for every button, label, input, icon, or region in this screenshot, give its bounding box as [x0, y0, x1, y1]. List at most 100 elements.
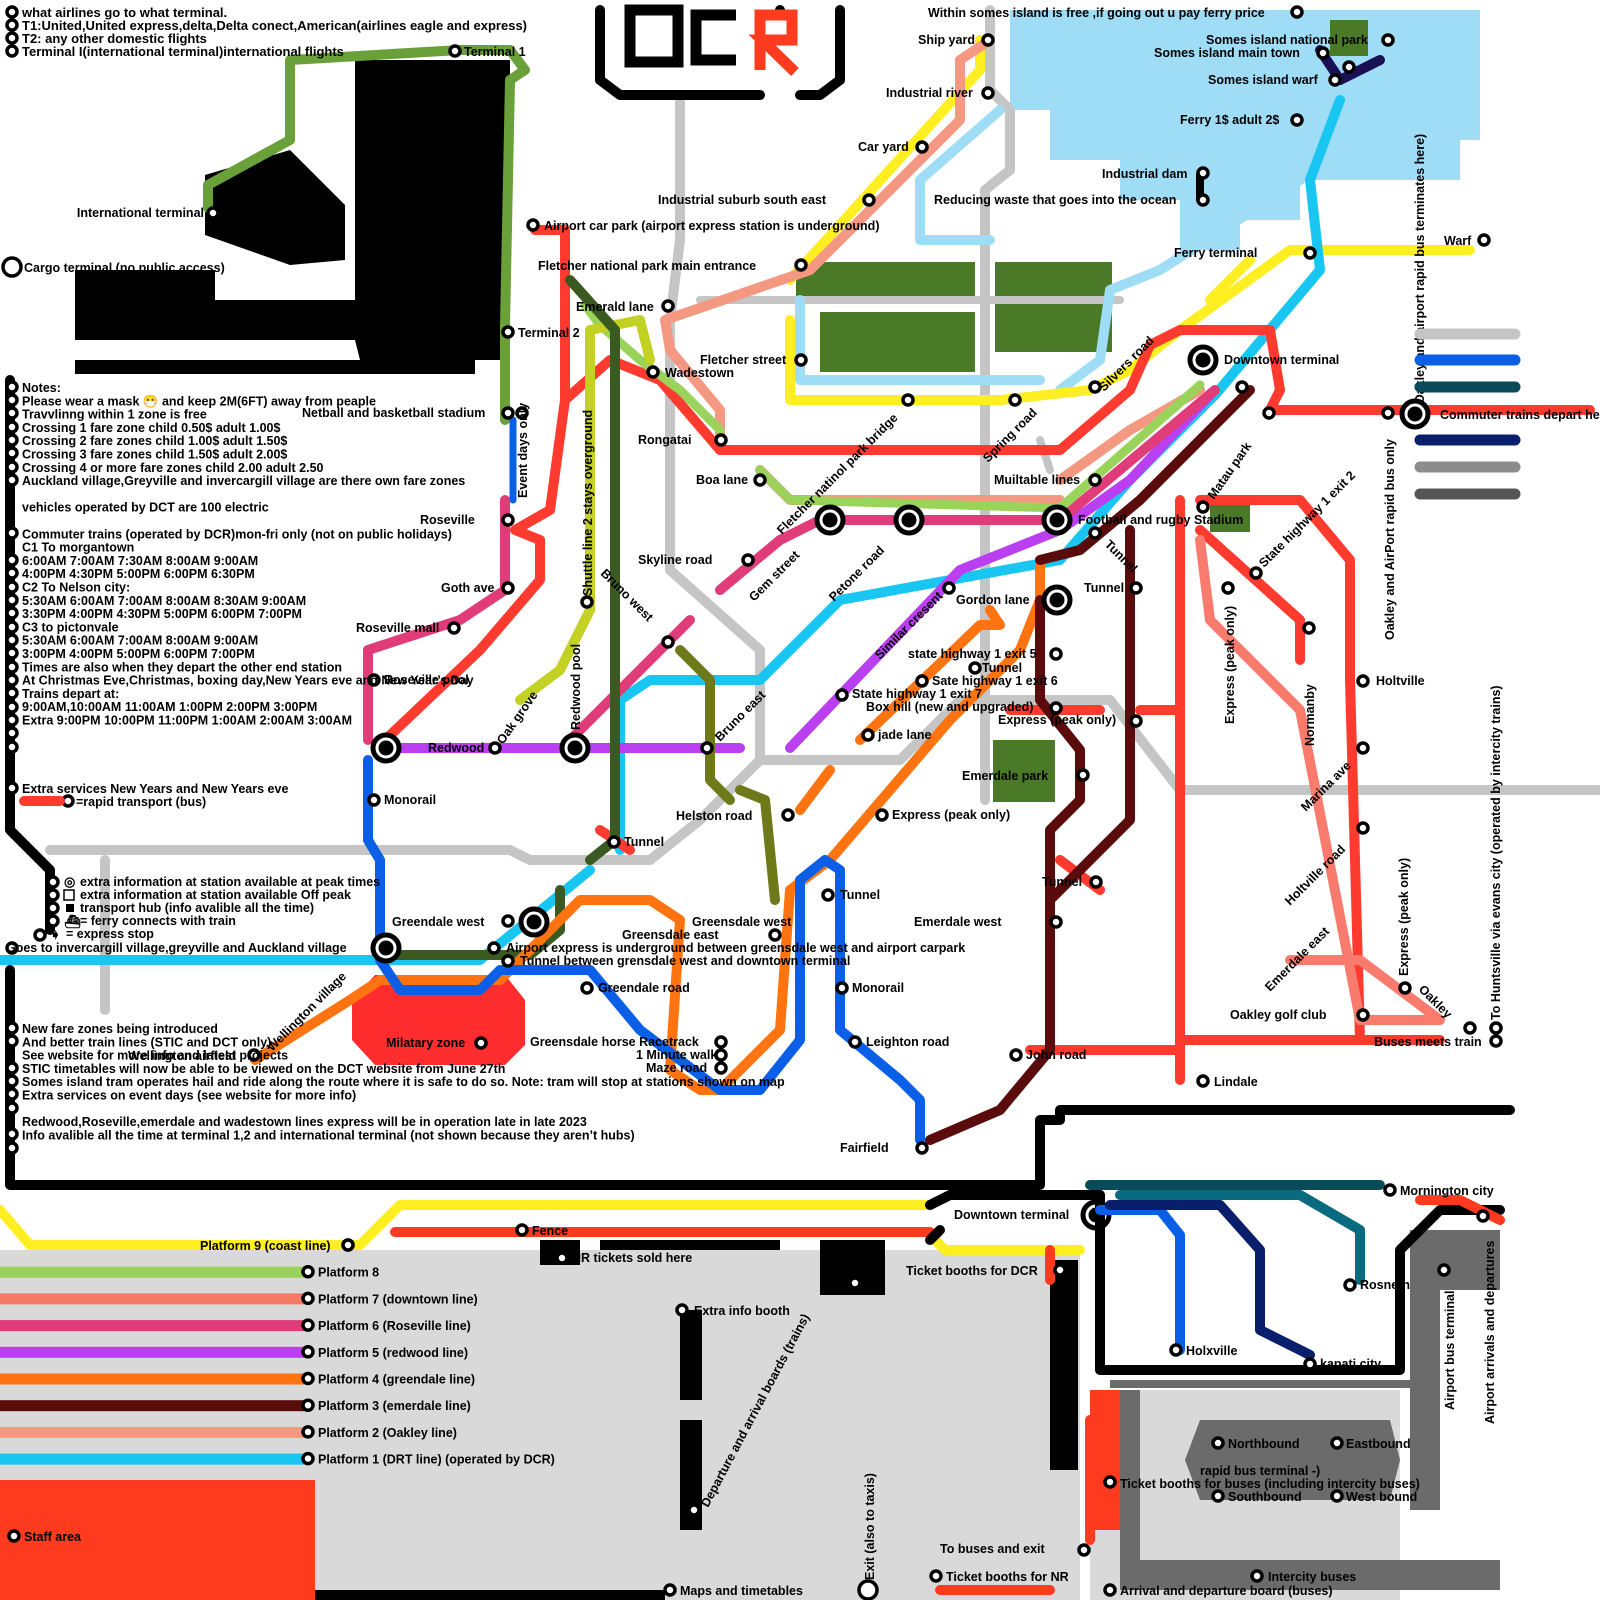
label-tp-holxville: Holxville: [1186, 1344, 1237, 1358]
note-line: 3:30PM 4:00PM 4:30PM 5:00PM 6:00PM 7:00P…: [22, 607, 302, 621]
label-greensdale-west-c: Greensdale west: [692, 915, 792, 929]
platform-label: Platform 7 (downtown line): [318, 1292, 478, 1306]
note-line: 3:00PM 4:00PM 5:00PM 6:00PM 7:00PM: [22, 647, 255, 661]
label-tp-to-buses: To buses and exit: [940, 1542, 1045, 1556]
label-emerdale-west: Emerdale west: [914, 915, 1002, 929]
label-tunnel-a: Tunnel: [624, 835, 664, 849]
label-tp-fence: Fence: [532, 1224, 568, 1238]
label-tp-arrival-board: Arrival and departure board (buses): [1120, 1584, 1333, 1598]
platform-dot: [303, 1454, 313, 1464]
bus-legend: =rapid transport (bus): [76, 795, 206, 809]
platform-stripe: [0, 1427, 310, 1438]
label-somes-park: Somes island national park: [1206, 33, 1368, 47]
label-tp-ticket-buses: Ticket booths for buses (including inter…: [1120, 1477, 1420, 1491]
label-tp-kapati: kapati city: [1320, 1357, 1381, 1371]
platform-dot: [303, 1374, 313, 1384]
icon-offpeak: [64, 890, 74, 900]
label-box-hill: Box hill (new and upgraded): [866, 700, 1033, 714]
bottom-note-line: Somes island tram operates hail and ride…: [22, 1075, 785, 1089]
legend-0: extra information at station available a…: [80, 875, 380, 889]
label-tp-rapid: rapid bus terminal -): [1200, 1464, 1320, 1478]
label-huntsville: To Huntsville via evans city (operated b…: [1489, 685, 1503, 1020]
note-line: C1 To morgantown: [22, 541, 134, 555]
label-express-peak1: Express (peak only): [998, 713, 1116, 727]
label-greendale-road: Greendale road: [598, 981, 690, 995]
label-sh1-7: State highway 1 exit 7: [852, 687, 982, 701]
label-airport-express: Airport express is underground between g…: [506, 941, 965, 955]
label-tp-maps: Maps and timetables: [680, 1584, 803, 1598]
platform-label: Platform 4 (greendale line): [318, 1373, 475, 1387]
bottom-note-line: Redwood,Roseville,emerdale and wadestown…: [22, 1115, 587, 1129]
label-terminal2: Terminal 2: [518, 326, 580, 340]
platform-dot: [303, 1400, 313, 1410]
label-holtville: Holtville: [1376, 674, 1425, 688]
label-jade: jade lane: [877, 728, 932, 742]
label-carpark: Airport car park (airport express statio…: [544, 219, 879, 233]
bottom-note-line: STIC timetables will now be able to be v…: [22, 1062, 505, 1076]
note-line: Times are also when they depart the othe…: [22, 660, 342, 674]
platform-label: Platform 1 (DRT line) (operated by DCR): [318, 1453, 555, 1467]
extra-services: Extra services New Years and New Years e…: [22, 782, 288, 796]
label-sh1-6: Sate highway 1 exit 6: [932, 674, 1058, 688]
platform-stripe: [0, 1267, 310, 1278]
label-roseville-pool: Roseville pool: [384, 673, 469, 687]
label-goth: Goth ave: [441, 581, 495, 595]
bottom-note-line: New fare zones being introduced: [22, 1022, 218, 1036]
label-tp-airport-arr: Airport arrivals and departures: [1483, 1241, 1497, 1424]
platform-stripe: [0, 1347, 310, 1358]
label-sh1-5: state highway 1 exit 5: [908, 647, 1037, 661]
label-event-days: Event days only: [516, 403, 530, 498]
label-tunnel-f: Tunnel: [1084, 581, 1124, 595]
logo-frame: [600, 10, 840, 95]
platform-stripe: [0, 1454, 310, 1465]
note-line: Extra 9:00PM 10:00PM 11:00PM 1:00AM 2:00…: [22, 714, 352, 728]
platform-label: Platform 2 (Oakley line): [318, 1426, 457, 1440]
legend-2: transport hub (info avalible all the tim…: [80, 901, 314, 915]
platform-stripe: [0, 1293, 310, 1304]
platform-dot: [303, 1347, 313, 1357]
label-roseville: Roseville: [420, 513, 475, 527]
note-line: Crossing 2 fare zones child 1.00$ adult …: [22, 434, 287, 448]
label-redwood: Redwood: [428, 741, 484, 755]
label-ship-yard: Ship yard: [918, 33, 975, 47]
note-line: 5:30AM 6:00AM 7:00AM 8:00AM 8:30AM 9:00A…: [22, 594, 306, 608]
label-fletcher-st: Fletcher street: [700, 353, 787, 367]
note-line: 5:30AM 6:00AM 7:00AM 8:00AM 9:00AM: [22, 634, 258, 648]
label-fletcher-entrance: Fletcher national park main entrance: [538, 259, 756, 273]
label-ind-suburb: Industrial suburb south east: [658, 193, 827, 207]
label-oakley-rapid: Oakley and AirPort rapid bus only: [1383, 439, 1397, 640]
label-oakley-golf: Oakley golf club: [1230, 1008, 1327, 1022]
label-tp-extra-info: Extra info booth: [694, 1304, 790, 1318]
label-tp-northbound: Northbound: [1228, 1437, 1300, 1451]
label-minute-walk: 1 Minute walk: [636, 1048, 717, 1062]
platform-stripe: [0, 1320, 310, 1331]
note-line: Notes:: [22, 381, 61, 395]
label-rongatai: Rongatai: [638, 433, 691, 447]
label-tp-downtown: Downtown terminal: [954, 1208, 1069, 1222]
label-multable: Muiltable lines: [994, 473, 1080, 487]
goes-to: Goes to invercargill village,greyville a…: [6, 941, 347, 955]
label-express-peak2: Express (peak only): [892, 808, 1010, 822]
label-car-yard: Car yard: [858, 140, 909, 154]
label-tp-mornington: Mornington city: [1400, 1184, 1494, 1198]
platform-stripe: [0, 1374, 310, 1385]
platform-dot: [303, 1427, 313, 1437]
label-monorail-w: Monorail: [384, 793, 436, 807]
icon-ferry: ⛴: [64, 914, 81, 929]
label-wadestown: Wadestown: [665, 366, 734, 380]
label-normanby: Normanby: [1303, 684, 1317, 746]
note-line: vehicles operated by DCT are 100 electri…: [22, 501, 269, 515]
label-ind-dam: Industrial dam: [1102, 167, 1187, 181]
icon-peak: ◎: [64, 874, 75, 889]
label-tp-westbound: West bound: [1346, 1490, 1417, 1504]
label-football: Football and rugby Stadium: [1078, 513, 1243, 527]
label-tp-ticket-dcr: Ticket booths for DCR: [906, 1264, 1038, 1278]
platform-dot: [303, 1293, 313, 1303]
label-shuttle: Shuttle line 2 stays overground: [581, 410, 595, 596]
label-greendale-west-w: Greendale west: [392, 915, 485, 929]
label-tp-intercity: Intercity buses: [1268, 1570, 1356, 1584]
label-leighton: Leighton road: [866, 1035, 949, 1049]
label-boa: Boa lane: [696, 473, 748, 487]
label-tp-staff: Staff area: [24, 1530, 82, 1544]
label-military: Milatary zone: [386, 1036, 465, 1050]
